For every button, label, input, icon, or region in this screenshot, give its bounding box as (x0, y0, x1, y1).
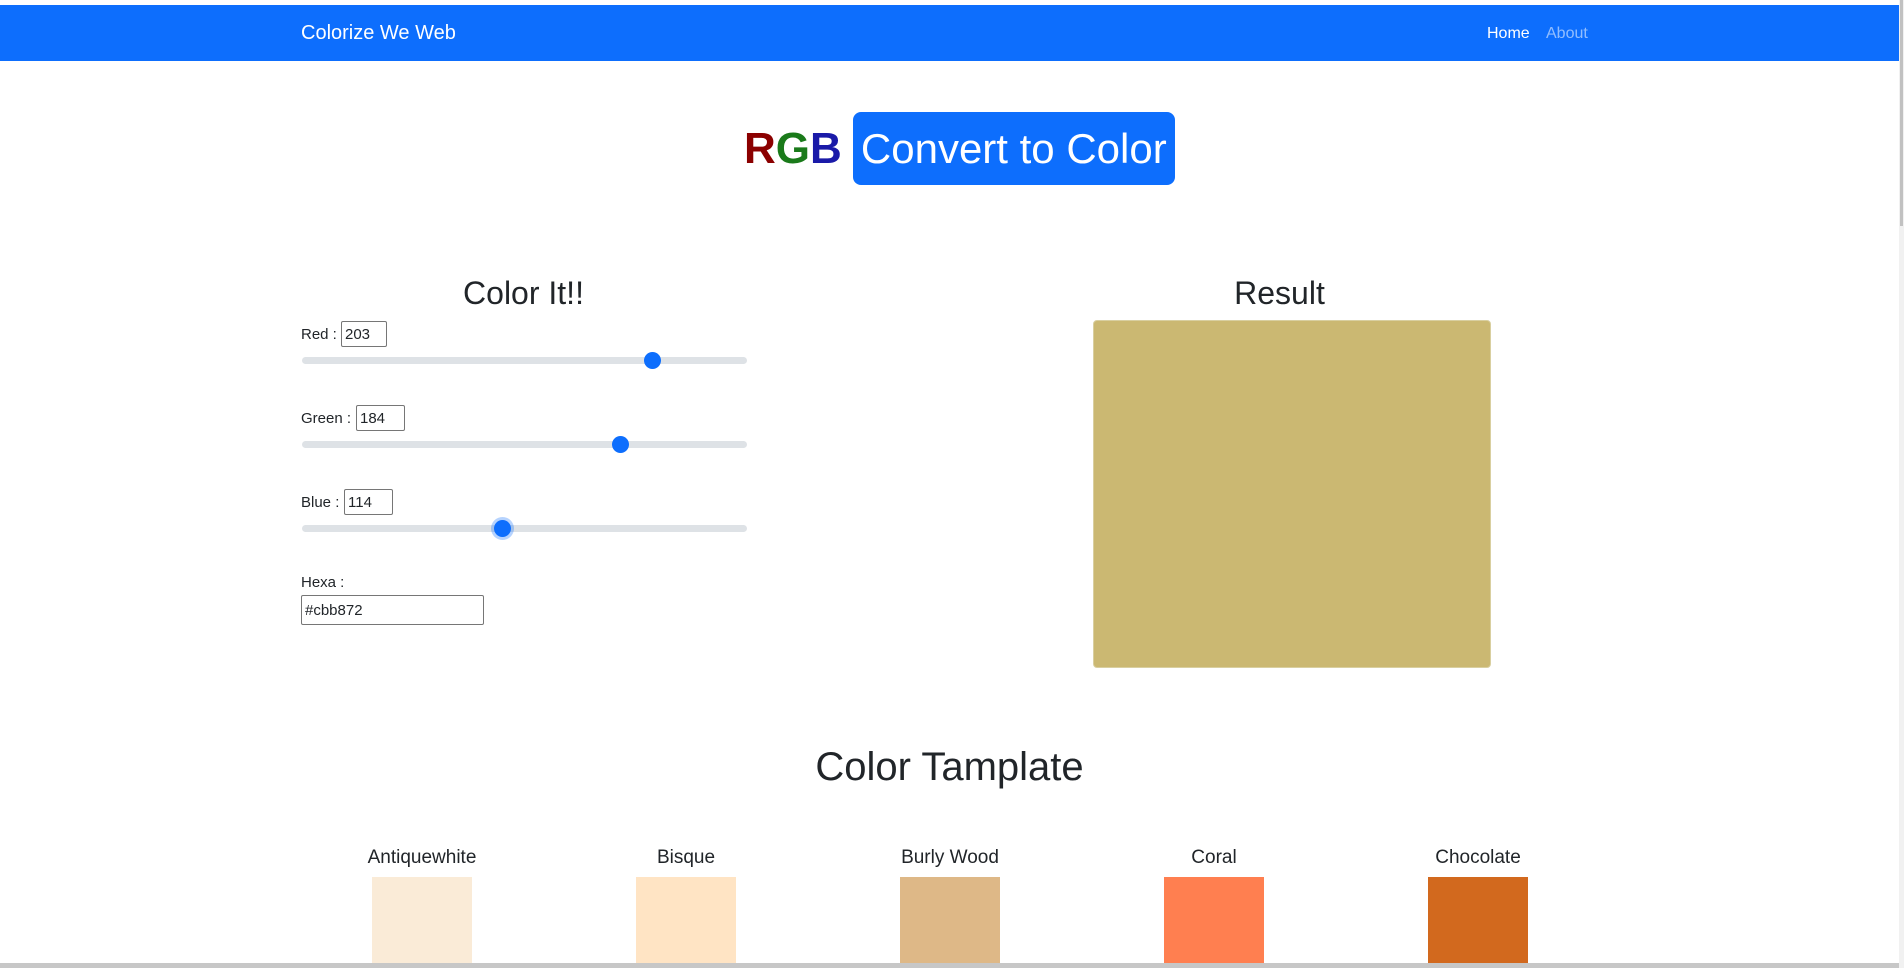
nav-home-link[interactable]: Home (1487, 25, 1530, 42)
brand-logo[interactable]: Colorize We Web (301, 22, 456, 44)
window-top-edge (0, 0, 1904, 5)
blue-value-input[interactable] (344, 489, 393, 515)
green-slider[interactable] (302, 434, 747, 454)
red-slider-track (302, 357, 747, 364)
template-swatch-burlywood[interactable] (900, 877, 1000, 963)
convert-to-color-button[interactable]: Convert to Color (852, 112, 1175, 185)
result-title: Result (1234, 275, 1325, 311)
hexa-input[interactable] (301, 595, 484, 625)
navbar: Colorize We Web Home About (0, 5, 1899, 61)
blue-label: Blue : (301, 494, 340, 511)
rgb-logo-text: RGB (744, 124, 842, 174)
hexa-label: Hexa : (301, 574, 345, 591)
template-label-antiquewhite: Antiquewhite (367, 847, 477, 868)
blue-slider-track (302, 525, 747, 532)
template-swatch-antiquewhite[interactable] (372, 877, 472, 963)
red-value-input[interactable] (341, 321, 387, 347)
green-slider-thumb[interactable] (611, 436, 629, 453)
color-template-title: Color Tamplate (815, 745, 1084, 789)
red-slider[interactable] (302, 350, 747, 370)
template-swatch-bisque[interactable] (636, 877, 736, 963)
blue-slider-thumb[interactable] (493, 520, 511, 537)
blue-slider[interactable] (302, 518, 747, 538)
green-value-input[interactable] (356, 405, 405, 431)
result-color-preview (1093, 320, 1491, 668)
template-label-bisque: Bisque (656, 847, 716, 868)
color-it-title: Color It!! (463, 275, 584, 311)
red-slider-thumb[interactable] (643, 352, 661, 369)
template-swatch-chocolate[interactable] (1428, 877, 1528, 963)
vertical-scrollbar-thumb[interactable] (1900, 0, 1903, 226)
vertical-scrollbar[interactable] (1899, 0, 1904, 968)
template-label-chocolate: Chocolate (1435, 847, 1521, 868)
hero-header: RGB Convert to Color (744, 112, 1175, 185)
green-slider-track (302, 441, 747, 448)
rgb-letter-r: R (744, 123, 776, 173)
template-label-coral: Coral (1191, 847, 1237, 868)
template-swatch-coral[interactable] (1164, 877, 1264, 963)
template-label-burlywood: Burly Wood (901, 847, 999, 868)
green-label: Green : (301, 410, 352, 427)
nav-about-link[interactable]: About (1546, 25, 1588, 42)
red-label: Red : (301, 326, 337, 343)
rgb-letter-g: G (775, 123, 811, 173)
horizontal-scrollbar[interactable] (0, 963, 1899, 968)
rgb-letter-b: B (810, 123, 842, 173)
